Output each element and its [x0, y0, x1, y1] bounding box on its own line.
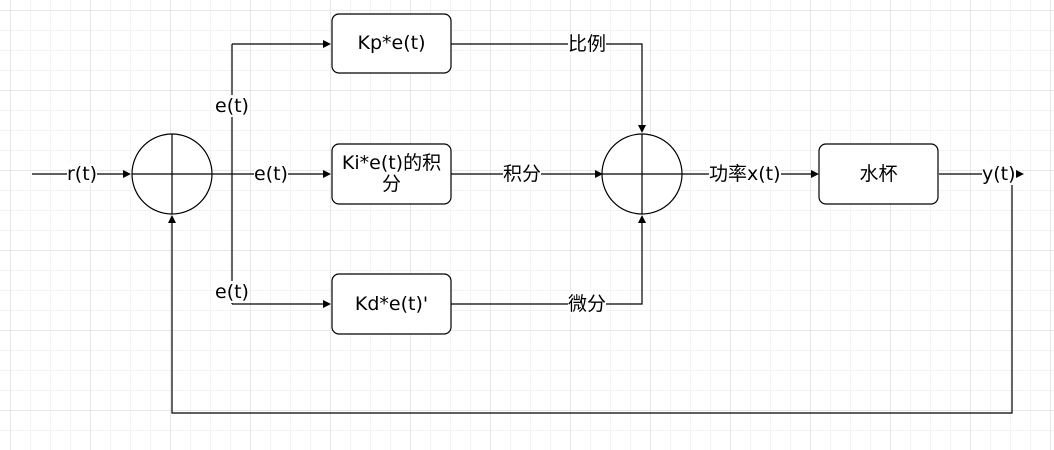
integral-out-arrowhead	[595, 170, 603, 178]
integral-block-text-line2: 分	[381, 173, 401, 195]
derivative-out-arrowhead	[638, 215, 646, 223]
plant-block-text: 水杯	[859, 162, 898, 185]
derivative-block-label: Kd*e(t)'	[332, 274, 451, 334]
plant-block-label: 水杯	[819, 144, 938, 204]
proportional-out-arrowhead	[638, 125, 646, 133]
error-bottom-label: e(t)	[215, 281, 249, 303]
proportional-out-label: 比例	[568, 33, 607, 55]
input-signal-label: r(t)	[67, 163, 98, 185]
power-arrowhead	[811, 170, 819, 178]
plant-block	[818, 143, 939, 205]
error-top-label: e(t)	[215, 95, 249, 117]
integral-block-label: Ki*e(t)的积 分	[332, 144, 451, 204]
branch-top-arrowhead	[323, 40, 331, 48]
feedback-arrowhead	[168, 215, 176, 223]
derivative-out-line	[451, 222, 643, 305]
integral-block-text-line1: Ki*e(t)的积	[341, 152, 442, 174]
input-summing-junction	[131, 133, 213, 215]
proportional-block	[331, 13, 452, 74]
proportional-block-label: Kp*e(t)	[332, 14, 451, 73]
derivative-block-text: Kd*e(t)'	[354, 292, 429, 315]
output-summing-junction	[601, 133, 683, 215]
feedback-line	[171, 174, 1013, 414]
power-signal-label: 功率x(t)	[709, 163, 781, 185]
error-mid-label: e(t)	[254, 163, 288, 185]
output-signal-label: y(t)	[982, 163, 1016, 185]
error-arrowhead	[323, 170, 331, 178]
derivative-block	[331, 273, 452, 335]
proportional-block-text: Kp*e(t)	[357, 32, 426, 54]
output-arrowhead	[1016, 170, 1024, 178]
integral-block	[331, 143, 452, 205]
branch-bottom-arrowhead	[323, 300, 331, 308]
integral-out-label: 积分	[503, 163, 542, 185]
proportional-out-line	[451, 43, 643, 126]
derivative-out-label: 微分	[568, 293, 607, 315]
input-arrowhead	[123, 170, 131, 178]
